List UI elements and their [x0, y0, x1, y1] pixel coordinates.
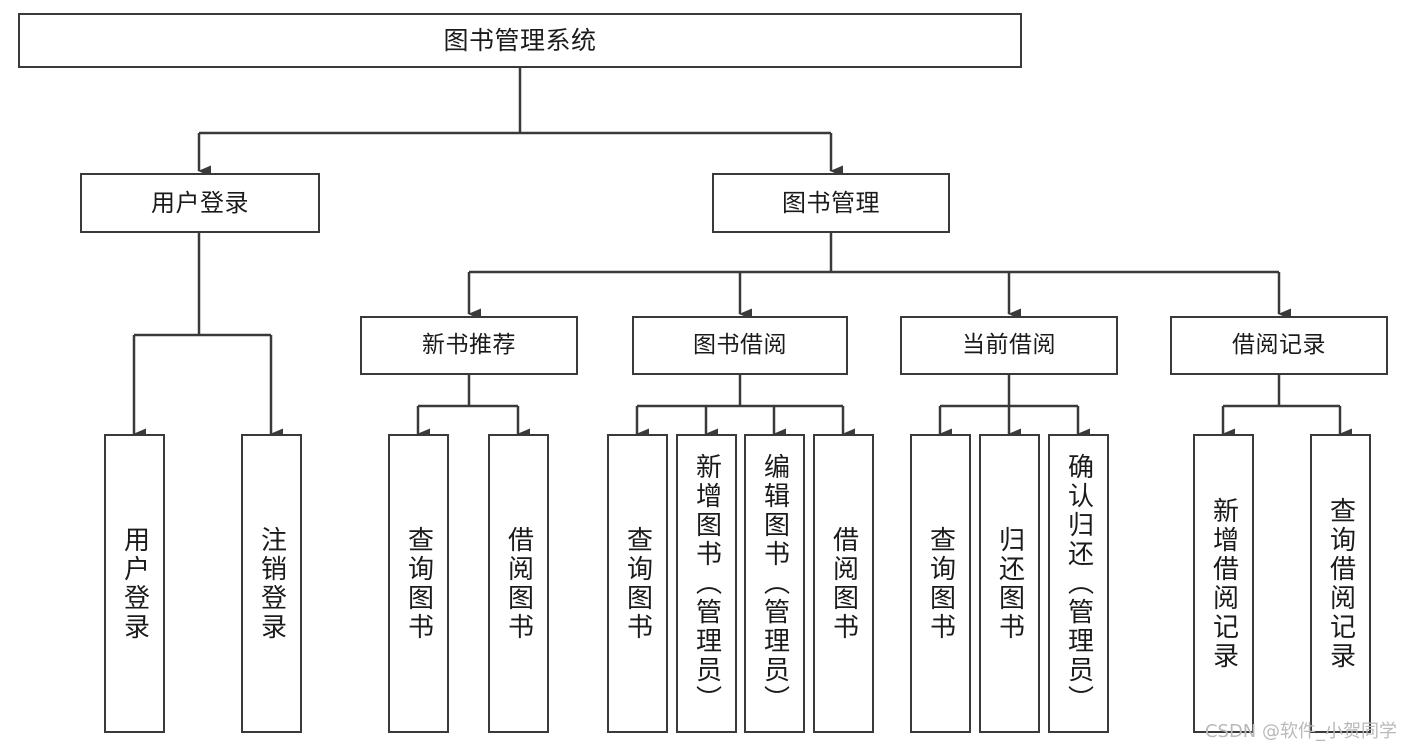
node-label: 当前借阅: [962, 331, 1056, 358]
node-label: 编辑图书（管理员）: [759, 453, 790, 714]
leaf-current-borrow-confirm-return[interactable]: 确认归还（管理员）: [1048, 434, 1109, 733]
node-book-management[interactable]: 图书管理: [712, 173, 950, 233]
node-new-book-recommend[interactable]: 新书推荐: [360, 316, 578, 375]
leaf-book-borrow-edit[interactable]: 编辑图书（管理员）: [744, 434, 805, 733]
node-label: 查询借阅记录: [1325, 496, 1356, 671]
node-label: 新增图书（管理员）: [691, 453, 722, 714]
node-label: 确认归还（管理员）: [1063, 453, 1094, 714]
node-label: 图书管理: [782, 188, 880, 217]
node-label: 查询图书: [622, 525, 653, 642]
node-current-borrow[interactable]: 当前借阅: [900, 316, 1118, 375]
node-label: 归还图书: [994, 525, 1025, 642]
node-label: 新书推荐: [422, 331, 516, 358]
node-label: 注销登录: [256, 525, 287, 642]
node-label: 借阅图书: [828, 525, 859, 642]
leaf-user-login-login[interactable]: 用户登录: [104, 434, 165, 733]
leaf-new-book-query[interactable]: 查询图书: [388, 434, 449, 733]
leaf-current-borrow-return[interactable]: 归还图书: [979, 434, 1040, 733]
node-label: 借阅图书: [503, 525, 534, 642]
leaf-book-borrow-borrow[interactable]: 借阅图书: [813, 434, 874, 733]
leaf-new-book-borrow[interactable]: 借阅图书: [488, 434, 549, 733]
leaf-borrow-record-add[interactable]: 新增借阅记录: [1193, 434, 1254, 733]
node-user-login[interactable]: 用户登录: [80, 173, 320, 233]
leaf-borrow-record-query[interactable]: 查询借阅记录: [1310, 434, 1371, 733]
leaf-book-borrow-query[interactable]: 查询图书: [607, 434, 668, 733]
node-label: 新增借阅记录: [1208, 496, 1239, 671]
node-book-borrow[interactable]: 图书借阅: [632, 316, 848, 375]
node-label: 查询图书: [403, 525, 434, 642]
node-borrow-record[interactable]: 借阅记录: [1170, 316, 1388, 375]
node-label: 查询图书: [925, 525, 956, 642]
watermark-text: CSDN @软件_小贺同学: [1204, 721, 1397, 742]
leaf-book-borrow-add[interactable]: 新增图书（管理员）: [676, 434, 737, 733]
leaf-current-borrow-query[interactable]: 查询图书: [910, 434, 971, 733]
leaf-user-login-logout[interactable]: 注销登录: [241, 434, 302, 733]
node-label: 借阅记录: [1232, 331, 1326, 358]
node-label: 用户登录: [119, 525, 150, 642]
node-label: 图书借阅: [693, 331, 787, 358]
node-label: 图书管理系统: [443, 25, 597, 55]
node-label: 用户登录: [151, 188, 249, 217]
node-root-system[interactable]: 图书管理系统: [18, 13, 1022, 68]
